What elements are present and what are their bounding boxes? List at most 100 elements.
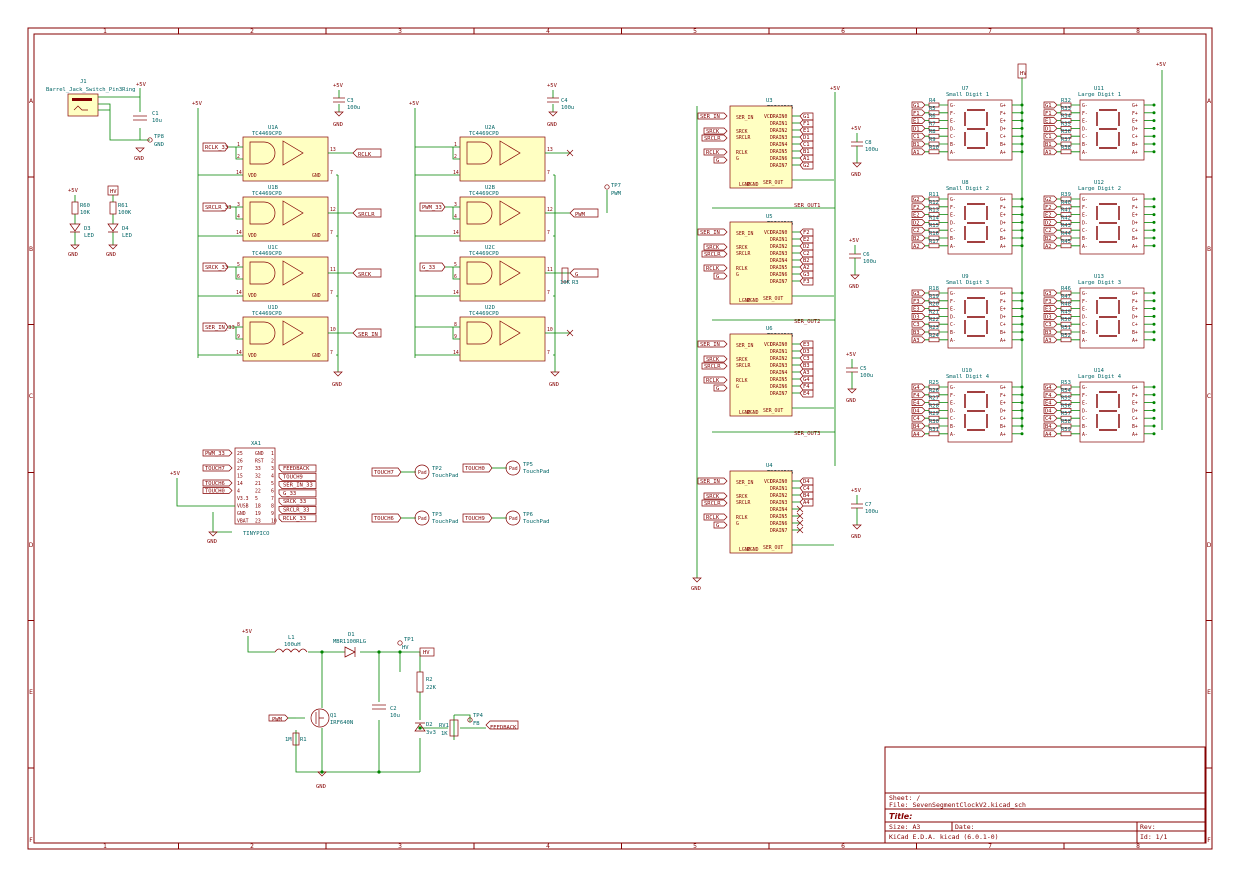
buffer-input-net: SER_IN_33 [205,325,235,331]
inductor-l1-icon [274,648,308,653]
seg-pin-right: C+ [1132,322,1138,328]
display-res-ref: R51 [1061,325,1071,331]
xa1-vcc: +5V [170,471,181,477]
led-d3-icon [69,223,81,233]
display-seg-net: E1 [913,119,920,125]
column-label: 3 [398,28,402,35]
seven-segment-icon [964,109,988,149]
d1-ref: D1 [348,632,355,638]
display-body [947,381,1013,443]
seg-pin-right: G+ [1000,291,1006,297]
seg-pin-right: B+ [1000,330,1006,336]
display-seg-net: F3 [913,299,920,305]
pin-num: 8 [454,322,457,328]
sr-cap-vcc: +5V [851,126,862,132]
no-connect-icon [566,329,574,337]
display-body [1079,381,1145,443]
sr-cap-ref: C5 [860,366,867,372]
display-seg-net: G2 [913,197,920,203]
display-res-ref: R18 [929,286,939,292]
touch-ref: TP5 [523,462,533,468]
column-label: 5 [693,843,697,850]
seg-pin-right: F+ [1000,299,1006,305]
mcu-right-net: SRCK_33 [283,499,306,505]
display-seg-net: D1 [913,126,920,132]
pin-lgnd: LGND [739,547,751,553]
display-ref: U14 [1094,368,1105,374]
r3-val: 10K [560,280,571,286]
xa1-part: TINYPICO [243,531,270,537]
seg-pin-left: B- [950,142,956,148]
display-seg-net: A1 [1045,150,1052,156]
vdd-pin: VDD [248,233,257,239]
pin-drain: DRAIN1 [770,237,787,243]
display-seg-net: E1 [1045,119,1052,125]
sr-drain-net: F3 [803,279,810,285]
touchpad-icon [505,510,521,526]
led2-hv: HV [110,189,117,195]
column-label: 3 [398,843,402,850]
seg-pin-left: C- [950,228,956,234]
sr-g-net: G [716,523,719,529]
column-label: 7 [988,28,992,35]
seg-pin-right: B+ [1000,142,1006,148]
display-res-ref: R43 [1061,223,1071,229]
display-res-ref: R4 [929,98,936,104]
vdd-pin: VDD [248,353,257,359]
pin-ser-out: SER_OUT [763,296,783,302]
seg-pin-left: B- [950,424,956,430]
seg-pin-right: C+ [1132,134,1138,140]
potentiometer-rv1-icon [449,719,459,737]
mcu-pin-num: 15 [237,474,243,480]
display-seg-net: B4 [1045,424,1052,430]
pin-drain: DRAIN4 [770,142,787,148]
display-res-ref: R24 [929,333,940,339]
mcu-pin-name: RST [255,459,264,465]
gnd-pin: GND [312,173,321,179]
display-seg-net: D3 [1045,314,1052,320]
sr-ref: U5 [766,214,773,220]
seg-pin-right: E+ [1132,307,1138,313]
seg-pin-left: E- [950,401,956,407]
led-indicators: +5V R60 10K D3 LED GND HV R61 100K D4 LE… [68,185,132,258]
pin-srck: SRCK [736,129,748,135]
display-seg-net: B4 [913,424,920,430]
mcu-pin-name: 32 [255,474,261,480]
display-res-ref: R52 [1061,333,1071,339]
mcu-pin-num: 4 [271,474,274,480]
display-res-ref: R39 [1061,192,1071,198]
display-res-ref: R45 [1061,239,1071,245]
seg-pin-left: E- [950,213,956,219]
and-driver-icon [466,200,521,226]
mcu-left-net: TOUCH0 [205,489,225,495]
gnd-pin: GND [312,293,321,299]
display-res-ref: R13 [929,208,939,214]
sr-drain-net: E4 [803,391,810,397]
c2-val: 10u [390,713,400,719]
sr-srclr-net: SRCLR [704,252,721,258]
display-name: Small Digit 1 [946,92,989,98]
seg-pin-left: B- [950,236,956,242]
column-label: 1 [103,843,107,850]
hv-rail-label: HV [1020,71,1027,77]
seg-pin-left: C- [1082,134,1088,140]
r2-val: 22K [426,685,437,691]
sr-cap-val: 100u [860,373,873,379]
mcu-pin-num: 2 [271,459,274,465]
display-res-ref: R31 [929,427,939,433]
seg-pin-right: D+ [1132,126,1138,132]
pin-ser-out: SER_OUT [763,180,783,186]
display-seg-net: B2 [913,236,920,242]
display-seg-net: A3 [1045,338,1052,344]
mcu-left-net: TOUCH7 [205,466,225,472]
seg-pin-left: B- [1082,142,1088,148]
display-ref: U9 [962,274,969,280]
seg-pin-right: A+ [1000,432,1006,438]
pin-rclk: RCLK [736,266,748,272]
seg-pin-right: E+ [1000,119,1006,125]
sr-drain-net: D1 [803,135,810,141]
cap-vcc: +5V [333,83,344,89]
pin-num: 7 [547,290,550,296]
buffer-unit-ref: U2B [485,185,496,191]
seg-pin-right: D+ [1000,126,1006,132]
